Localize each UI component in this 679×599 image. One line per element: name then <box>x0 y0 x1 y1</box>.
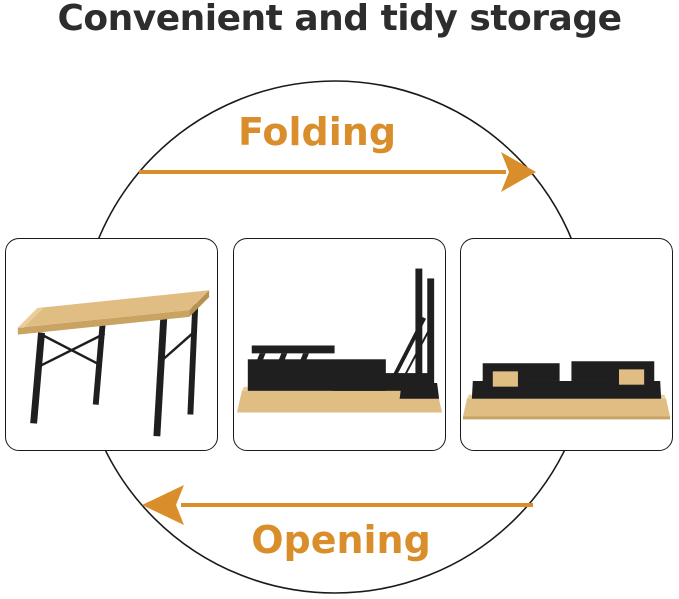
stage-box-unfolded <box>5 238 218 451</box>
folding-label: Folding <box>237 110 397 154</box>
table-half-folded-illustration <box>236 268 443 413</box>
opening-label: Opening <box>251 518 431 562</box>
page-title: Convenient and tidy storage <box>57 0 622 39</box>
stage-box-half-folded <box>233 238 446 451</box>
opening-arrow-head-icon <box>142 485 184 525</box>
table-unfolded-illustration <box>17 290 210 437</box>
stage-box-folded <box>460 238 673 451</box>
table-fully-folded-illustration <box>462 361 671 420</box>
folding-arrow-head-icon <box>501 152 536 192</box>
